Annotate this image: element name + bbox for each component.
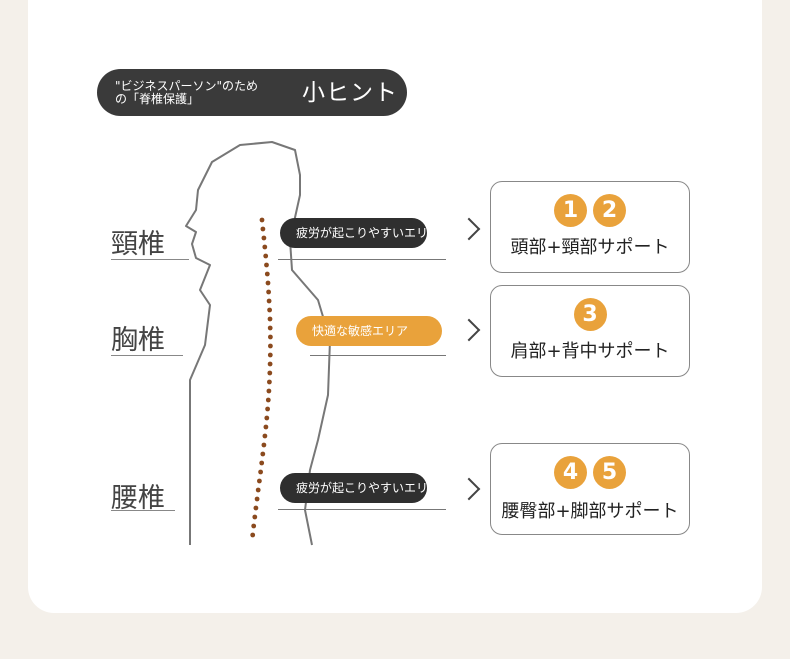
spine-dot	[267, 316, 273, 322]
fatigue-tag: 疲労が起こりやすいエリア	[280, 473, 427, 503]
spine-dot	[250, 532, 256, 538]
spine-dot	[264, 271, 270, 277]
comfort-tag: 快適な敏感エリア	[296, 316, 442, 346]
spine-dot	[257, 478, 262, 484]
leader-line	[278, 509, 446, 510]
fatigue-tag: 疲労が起こりやすいエリア	[280, 218, 427, 248]
spine-dot	[260, 451, 266, 457]
region-underline	[111, 510, 175, 511]
spine-dot	[262, 244, 268, 250]
region-underline	[111, 259, 189, 260]
spine-dot	[263, 424, 269, 430]
spine-dot	[265, 280, 271, 286]
spine-dot	[266, 289, 271, 295]
spine-dot	[258, 469, 263, 475]
title-banner: "ビジネスパーソン"のため の「脊椎保護」 小ヒント	[97, 69, 407, 116]
number-badge: 1	[554, 194, 587, 227]
spine-dots	[250, 217, 273, 538]
spine-dot	[267, 379, 272, 385]
spine-dot	[267, 352, 273, 358]
support-box-shoulder-back: 3 肩部+背中サポート	[490, 285, 690, 377]
spine-dot	[261, 442, 267, 448]
banner-subtitle: "ビジネスパーソン"のため の「脊椎保護」	[115, 79, 259, 106]
spine-dot	[267, 361, 273, 367]
spine-dot	[259, 217, 265, 223]
spine-dot	[266, 388, 272, 394]
region-label-lumbar: 腰椎	[111, 483, 165, 514]
spine-dot	[264, 262, 269, 268]
number-badge: 4	[554, 456, 587, 489]
spine-dot	[264, 415, 270, 421]
support-label: 腰臀部+脚部サポート	[501, 501, 679, 522]
spine-dot	[267, 325, 273, 331]
spine-dot	[255, 487, 261, 493]
banner-title: 小ヒント	[302, 80, 398, 106]
number-badge: 2	[593, 194, 626, 227]
spine-dot	[253, 505, 259, 511]
spine-dot	[268, 343, 273, 349]
spine-dot	[265, 406, 270, 412]
leader-line	[278, 259, 446, 260]
region-label-cervical: 頸椎	[111, 229, 165, 260]
support-label: 頭部+頸部サポート	[510, 237, 670, 258]
spine-dot	[259, 460, 265, 466]
spine-dot	[251, 523, 257, 529]
spine-dot	[252, 514, 258, 520]
spine-dot	[267, 307, 272, 313]
number-badge: 5	[593, 456, 626, 489]
spine-dot	[254, 496, 260, 502]
spine-dot	[260, 226, 266, 232]
spine-dot	[262, 433, 268, 439]
spine-dot	[267, 370, 273, 376]
spine-dot	[263, 253, 269, 259]
spine-dot	[261, 235, 267, 241]
spine-dot	[268, 334, 273, 340]
leader-line	[310, 355, 446, 356]
support-label: 肩部+背中サポート	[510, 341, 670, 362]
spine-dot	[265, 397, 271, 403]
number-badge: 3	[573, 298, 607, 331]
region-underline	[111, 355, 183, 356]
region-label-thoracic: 胸椎	[111, 325, 165, 356]
spine-dot	[266, 298, 272, 304]
